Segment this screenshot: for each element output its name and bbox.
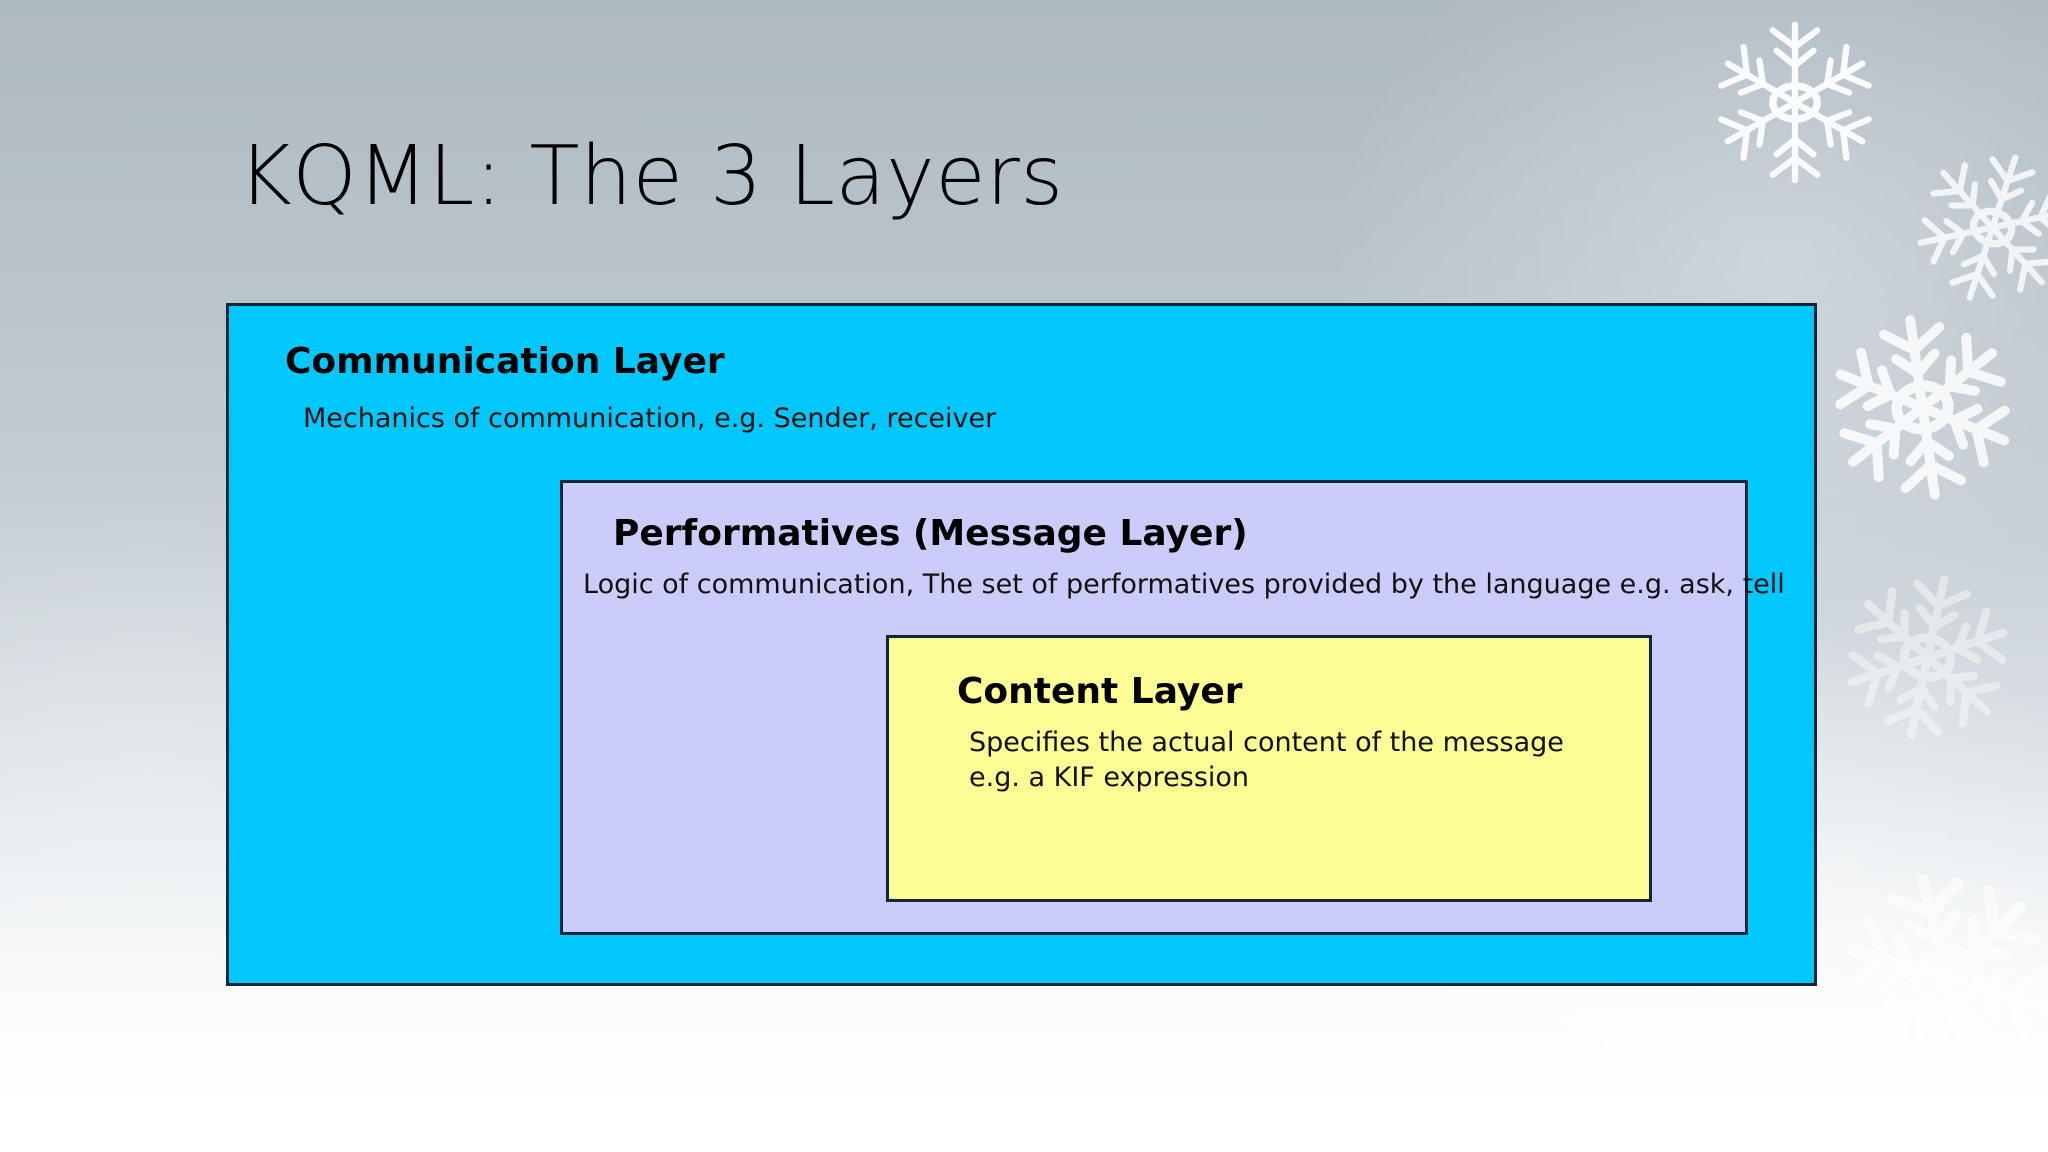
message-layer-description: Logic of communication, The set of perfo… — [583, 569, 1785, 600]
snowflake-right-lower-icon — [1812, 542, 2043, 773]
content-layer-box[interactable]: Content Layer Specifies the actual conte… — [886, 635, 1652, 902]
communication-layer-description: Mechanics of communication, e.g. Sender,… — [303, 403, 997, 434]
page-title: KQML: The 3 Layers — [238, 129, 1064, 224]
snowflake-right-upper-icon — [1882, 117, 2048, 338]
communication-layer-box[interactable]: Communication Layer Mechanics of communi… — [226, 303, 1817, 986]
snowflake-right-mid-icon — [1801, 286, 2044, 529]
snowflake-bottom-right-icon — [1805, 835, 2048, 1120]
message-layer-box[interactable]: Performatives (Message Layer) Logic of c… — [560, 480, 1785, 935]
content-layer-description: Specifies the actual content of the mess… — [969, 727, 1564, 793]
communication-layer-heading: Communication Layer — [285, 341, 725, 382]
message-layer-heading: Performatives (Message Layer) — [613, 513, 1248, 554]
snowflake-top-right-icon — [1700, 10, 1890, 195]
content-layer-heading: Content Layer — [957, 671, 1243, 712]
